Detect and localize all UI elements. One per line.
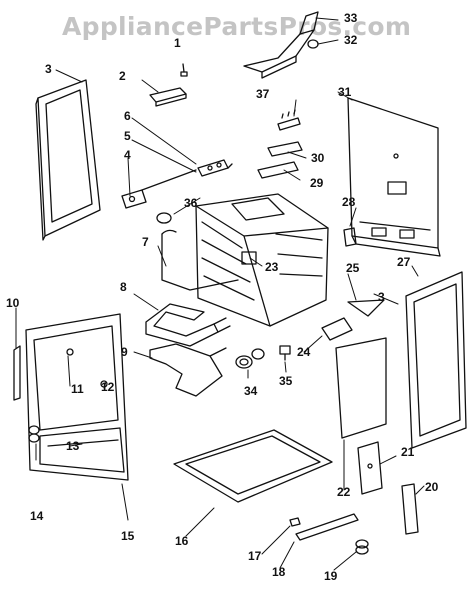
callout-12: 12: [101, 380, 115, 394]
callout-27: 27: [397, 255, 411, 269]
callout-31: 31: [338, 85, 352, 99]
callout-13: 13: [66, 439, 80, 453]
callout-37: 37: [256, 87, 270, 101]
part-switch: [279, 345, 291, 361]
leader-lines: [15, 17, 425, 571]
part-bake-element: [145, 303, 231, 347]
callout-3: 3: [45, 62, 52, 76]
callout-18: 18: [272, 565, 286, 579]
part-side-shield: [335, 337, 387, 439]
part-kick-clip: [289, 517, 301, 527]
part-bracket: [149, 87, 187, 107]
callout-28: 28: [342, 195, 356, 209]
part-small-bracket: [343, 227, 357, 247]
callout-32: 32: [344, 33, 358, 47]
callout-10: 10: [6, 296, 20, 310]
callout-25: 25: [346, 261, 360, 275]
callout-8: 8: [120, 280, 127, 294]
callout-1: 1: [174, 36, 181, 50]
part-mount-strip-small: [401, 483, 419, 535]
callout-9: 9: [121, 345, 128, 359]
part-corner-bracket: [357, 441, 383, 495]
callout-7: 7: [142, 235, 149, 249]
watermark: AppliancePartsPros.com: [62, 12, 412, 41]
callout-4: 4: [124, 148, 131, 162]
callout-30: 30: [311, 151, 325, 165]
callout-17: 17: [248, 549, 262, 563]
callout-3-right: 3: [378, 290, 385, 304]
part-mount-strip: [257, 141, 303, 179]
part-bottom-pan: [173, 429, 333, 503]
part-grommet: [156, 212, 172, 224]
callout-16: 16: [175, 534, 189, 548]
callout-36: 36: [184, 196, 198, 210]
part-mount-plate: [321, 317, 353, 341]
part-light-socket: [235, 348, 265, 369]
callout-29: 29: [310, 176, 324, 190]
callout-23: 23: [265, 260, 279, 274]
part-oven-door: [25, 313, 129, 481]
part-back-panel: [347, 97, 441, 257]
callout-21: 21: [401, 445, 415, 459]
part-broil-element: [161, 229, 239, 291]
part-leg-foot: [355, 539, 369, 555]
part-door-gasket: [13, 345, 21, 401]
part-lower-element: [149, 343, 227, 397]
callout-35: 35: [279, 374, 293, 388]
part-leveling-leg: [28, 425, 40, 443]
callout-34: 34: [244, 384, 258, 398]
part-oven-cavity: [195, 193, 329, 327]
part-vent-trim: [243, 11, 319, 79]
part-terminal-block: [241, 251, 257, 265]
callout-33: 33: [344, 11, 358, 25]
callout-2: 2: [119, 69, 126, 83]
part-screw: [180, 63, 188, 77]
callout-11: 11: [71, 382, 84, 396]
callout-15: 15: [121, 529, 135, 543]
part-heat-shield: [347, 299, 385, 317]
part-clip-set: [277, 109, 301, 131]
callout-22: 22: [337, 485, 351, 499]
part-side-panel-right: [405, 271, 467, 449]
part-hinge: [121, 169, 197, 209]
callout-5: 5: [124, 129, 131, 143]
part-kick-plate: [295, 513, 359, 541]
callout-14: 14: [30, 509, 44, 523]
part-vent-knob: [307, 39, 319, 49]
part-side-panel-left: [35, 79, 101, 241]
part-latch: [197, 159, 233, 177]
callout-24: 24: [297, 345, 311, 359]
callout-6: 6: [124, 109, 131, 123]
callout-19: 19: [324, 569, 338, 583]
callout-20: 20: [425, 480, 439, 494]
